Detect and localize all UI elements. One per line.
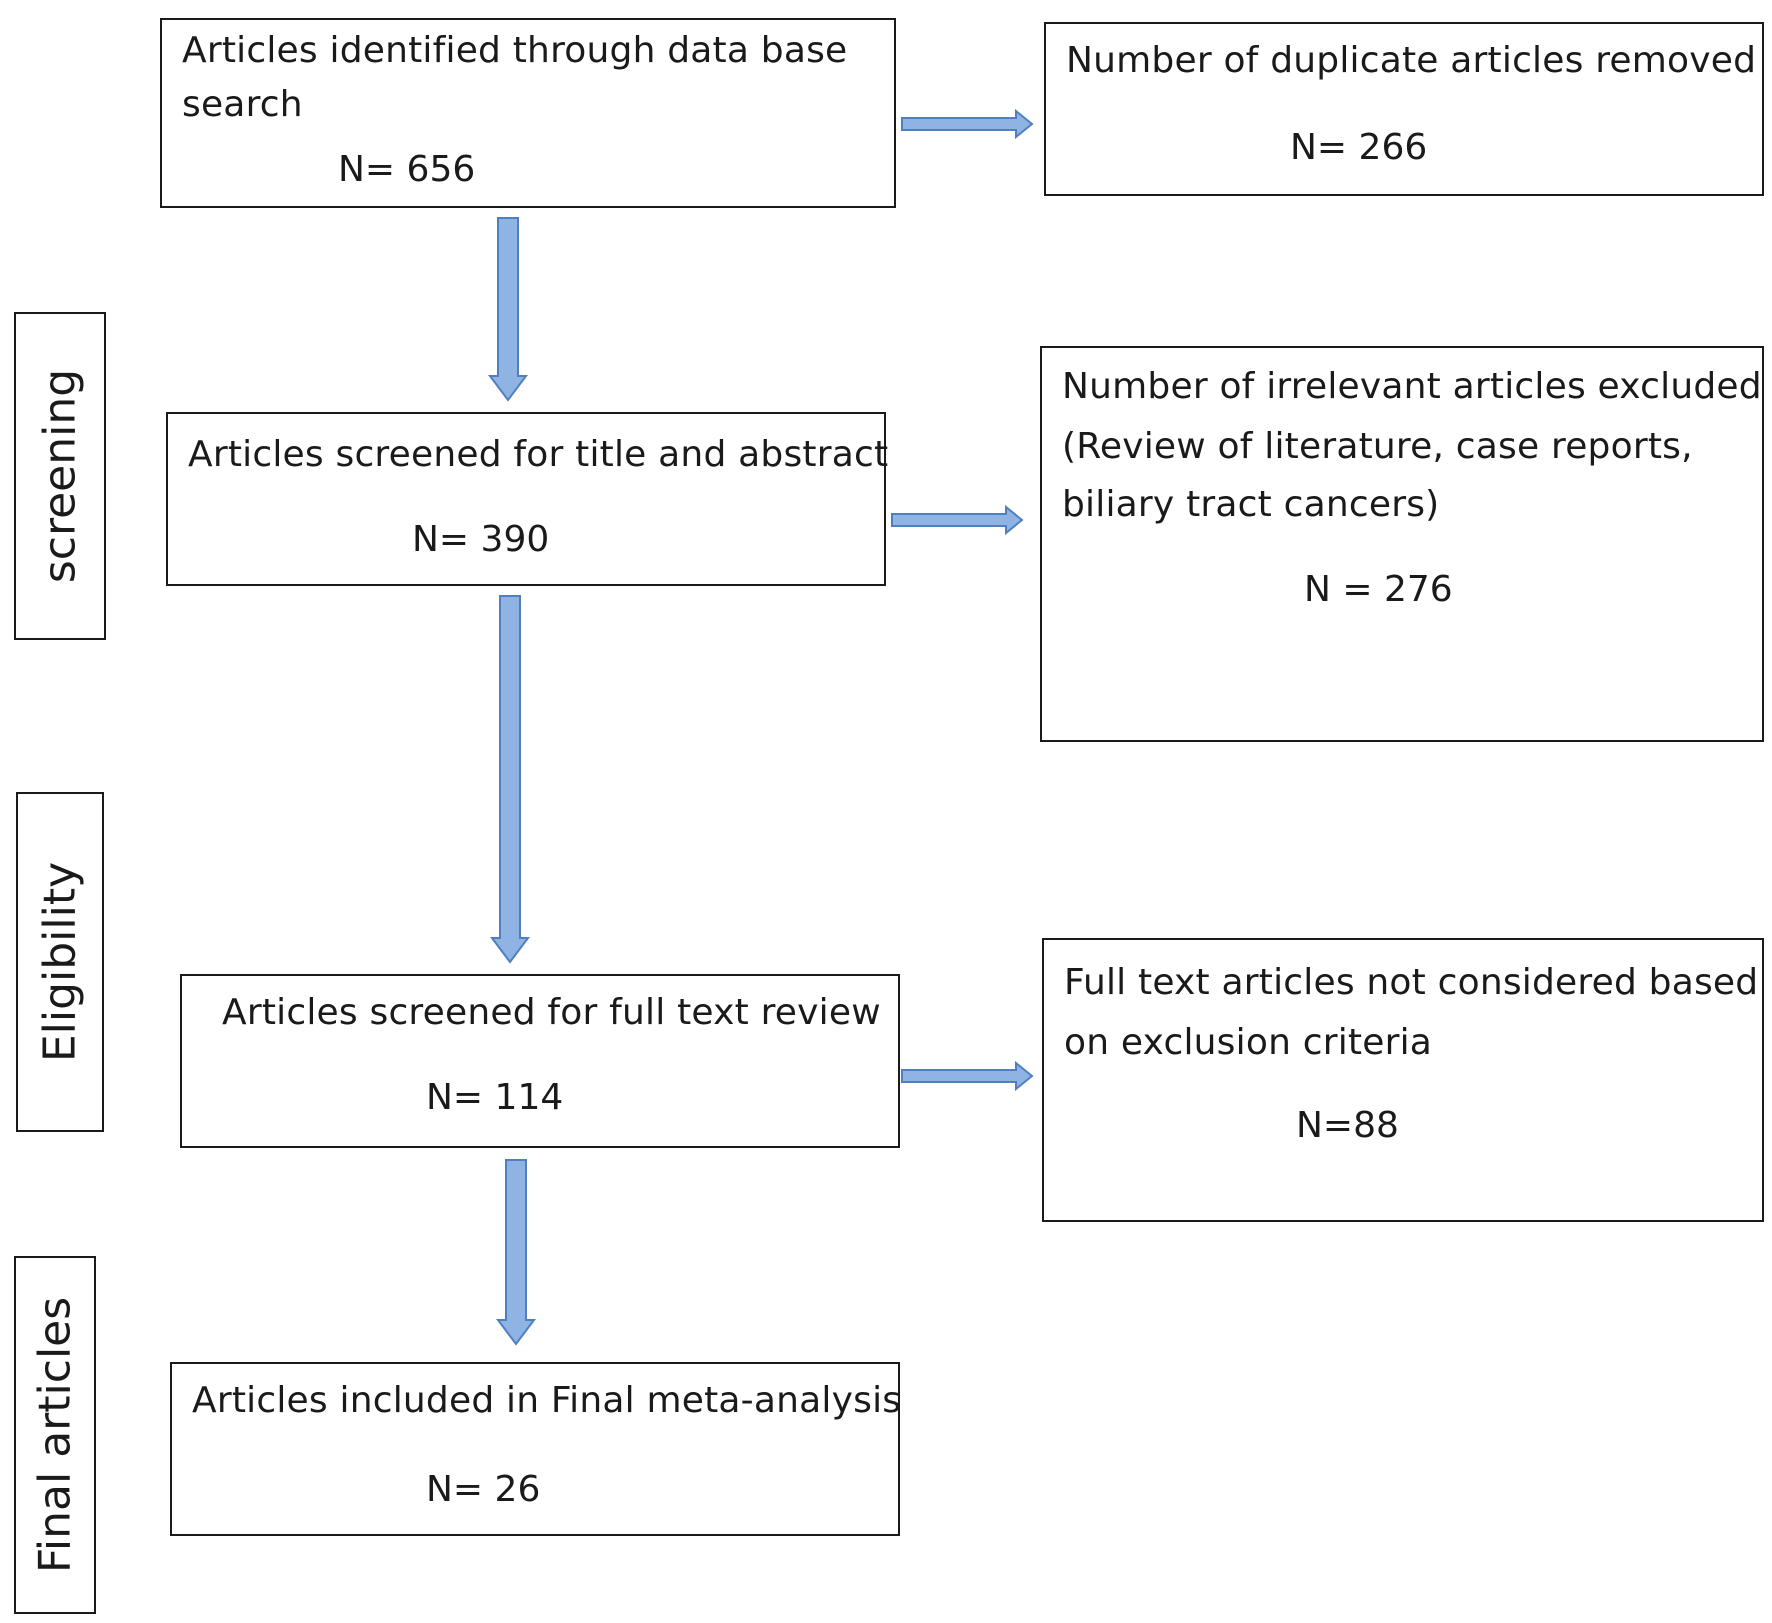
not-considered-line1: Full text articles not considered based — [1064, 962, 1759, 1003]
screened-title-line1: Articles screened for title and abstract — [188, 434, 889, 475]
arrow-right-2 — [891, 504, 1024, 536]
box-included-final: Articles included in Final meta-analysis… — [170, 1362, 902, 1536]
identified-count: N= 656 — [338, 149, 476, 190]
box-irrelevant-excluded: Number of irrelevant articles excluded (… — [1040, 346, 1764, 742]
included-line1: Articles included in Final meta-analysis — [192, 1380, 902, 1421]
arrow-right-1 — [901, 108, 1034, 140]
arrow-down-1 — [488, 217, 528, 402]
irrelevant-line1: Number of irrelevant articles excluded — [1062, 366, 1762, 407]
box-identified: Articles identified through data base se… — [160, 18, 896, 208]
stage-screening: screening — [14, 312, 106, 640]
duplicates-count: N= 266 — [1290, 127, 1428, 168]
full-text-count: N= 114 — [426, 1077, 564, 1118]
box-duplicates: Number of duplicate articles removed N= … — [1044, 22, 1764, 196]
duplicates-line1: Number of duplicate articles removed — [1066, 40, 1757, 81]
full-text-line1: Articles screened for full text review — [222, 992, 881, 1033]
identified-line2: search — [182, 84, 303, 125]
identified-line1: Articles identified through data base — [182, 30, 848, 71]
arrow-right-3 — [901, 1060, 1034, 1092]
arrow-down-2 — [490, 595, 530, 964]
irrelevant-line2: (Review of literature, case reports, — [1062, 426, 1693, 467]
box-full-text-review: Articles screened for full text review N… — [180, 974, 900, 1148]
irrelevant-line3: biliary tract cancers) — [1062, 484, 1440, 525]
stage-final-articles: Final articles — [14, 1256, 96, 1614]
irrelevant-count: N = 276 — [1304, 569, 1453, 610]
not-considered-line2: on exclusion criteria — [1064, 1022, 1433, 1063]
box-screened-title-abstract: Articles screened for title and abstract… — [166, 412, 889, 586]
screened-title-count: N= 390 — [412, 519, 550, 560]
not-considered-count: N=88 — [1296, 1105, 1399, 1146]
arrow-down-3 — [496, 1159, 536, 1346]
stage-eligibility: Eligibility — [16, 792, 104, 1132]
included-count: N= 26 — [426, 1469, 541, 1510]
box-not-considered: Full text articles not considered based … — [1042, 938, 1764, 1222]
